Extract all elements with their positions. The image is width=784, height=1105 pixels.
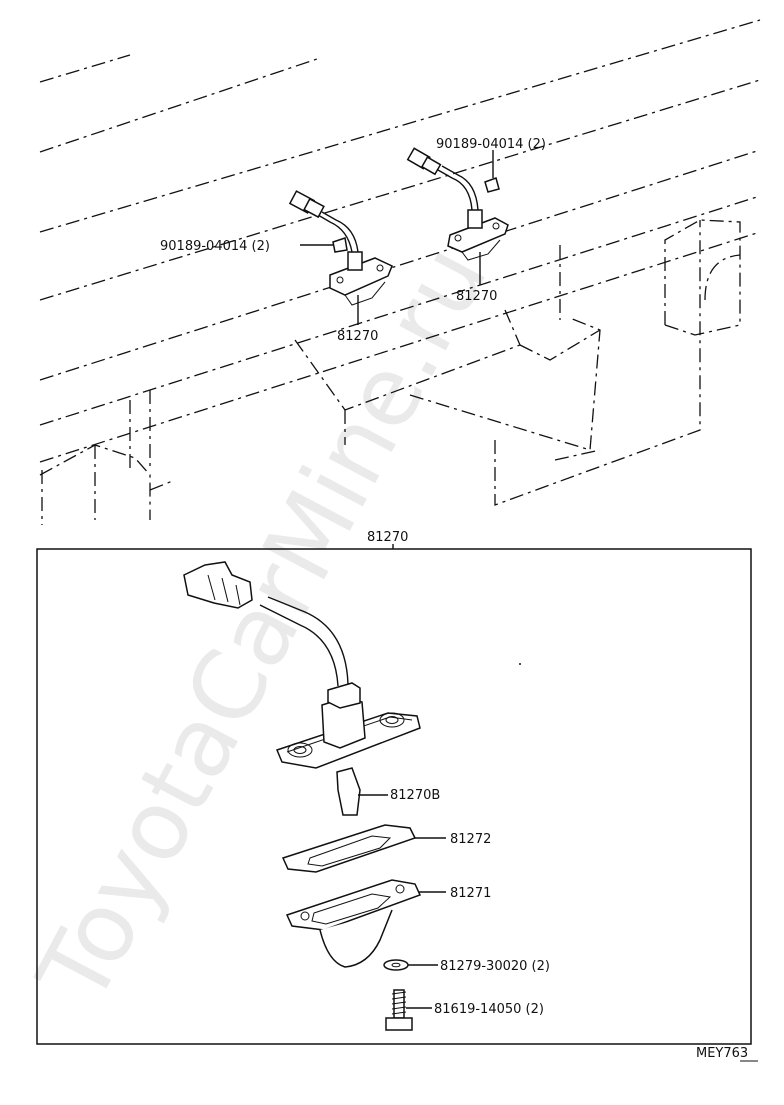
lens-81271 xyxy=(285,879,446,968)
detail-title: 81270 xyxy=(367,530,408,545)
right-lamp-assembly xyxy=(406,147,509,285)
diagram-code: MEY763 xyxy=(696,1046,748,1061)
screw-81619-14050 xyxy=(385,989,432,1031)
gasket-label: 81272 xyxy=(450,832,491,847)
detail-frame xyxy=(36,548,752,1045)
lamp-housing xyxy=(183,561,421,769)
bulb-81270B xyxy=(336,767,388,816)
left-lamp-nut-label: 90189-04014 (2) xyxy=(160,239,270,254)
bulb-label: 81270B xyxy=(390,788,440,803)
right-lamp-part-label: 81270 xyxy=(456,289,497,304)
washer-label: 81279-30020 (2) xyxy=(440,959,550,974)
washer-81279-30020 xyxy=(383,959,438,971)
left-lamp-part-label: 81270 xyxy=(337,329,378,344)
gasket-81272 xyxy=(281,824,446,873)
watermark: ToyotaCarMine.ru xyxy=(16,228,509,1022)
vehicle-body-outline xyxy=(39,19,761,525)
left-lamp-assembly xyxy=(288,190,393,325)
lens-label: 81271 xyxy=(450,886,491,901)
screw-label: 81619-14050 (2) xyxy=(434,1002,544,1017)
right-lamp-nut-label: 90189-04014 (2) xyxy=(436,137,546,152)
